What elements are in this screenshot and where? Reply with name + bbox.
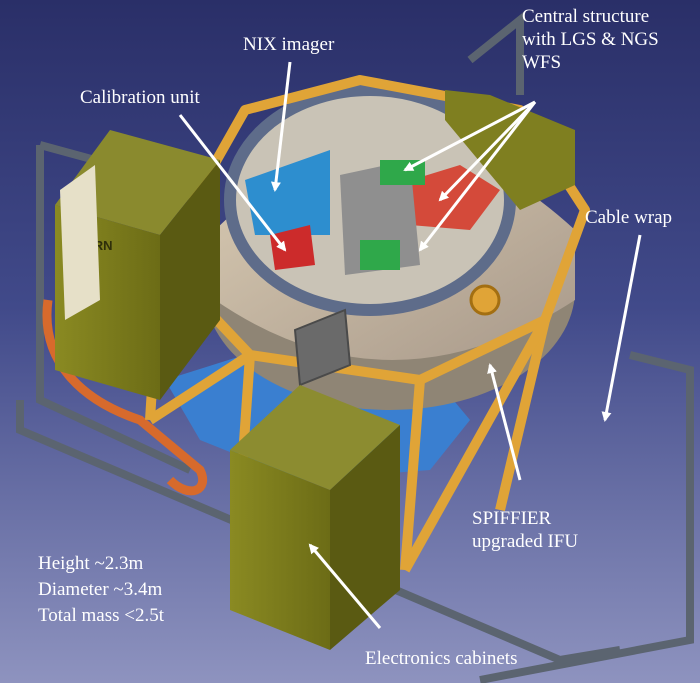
back-panel	[60, 165, 100, 320]
label-spiffier: SPIFFIER upgraded IFU	[472, 507, 578, 553]
label-central-structure-line3: WFS	[522, 52, 562, 73]
label-cable-wrap: Cable wrap	[585, 207, 673, 228]
arrow-nix-imager	[270, 61, 292, 192]
annotation-arrows	[178, 61, 642, 629]
arrow-electronics	[308, 543, 382, 629]
arrow-spiffier	[487, 363, 522, 481]
label-spiffier-line1: SPIFFIER	[472, 508, 552, 529]
label-calibration-unit: Calibration unit	[80, 87, 200, 108]
label-spiffier-line2: upgraded IFU	[472, 531, 579, 552]
electronics-cabinet-front	[230, 385, 400, 650]
arrow-central-1	[403, 100, 536, 172]
cable-pipe	[42, 299, 208, 496]
arrow-central-2	[438, 100, 537, 202]
grey-box	[293, 308, 352, 387]
arrow-cable-wrap	[601, 234, 642, 422]
label-central-structure-line2: with LGS & NGS	[522, 29, 659, 50]
label-nix-imager: NIX imager	[243, 34, 335, 55]
spec-mass: Total mass <2.5t	[38, 605, 165, 626]
label-electronics-cabinets: Electronics cabinets	[365, 648, 518, 669]
spec-height: Height ~2.3m	[38, 553, 144, 574]
label-central-structure-line1: Central structure	[522, 6, 650, 27]
arrow-central-3	[418, 101, 537, 252]
electronics-cabinet-right	[445, 90, 575, 210]
specs-block: Height ~2.3m Diameter ~3.4m Total mass <…	[38, 551, 164, 629]
spec-diameter: Diameter ~3.4m	[38, 579, 163, 600]
arrow-calibration-unit	[178, 114, 287, 252]
label-central-structure: Central structure with LGS & NGS WFS	[522, 5, 659, 74]
